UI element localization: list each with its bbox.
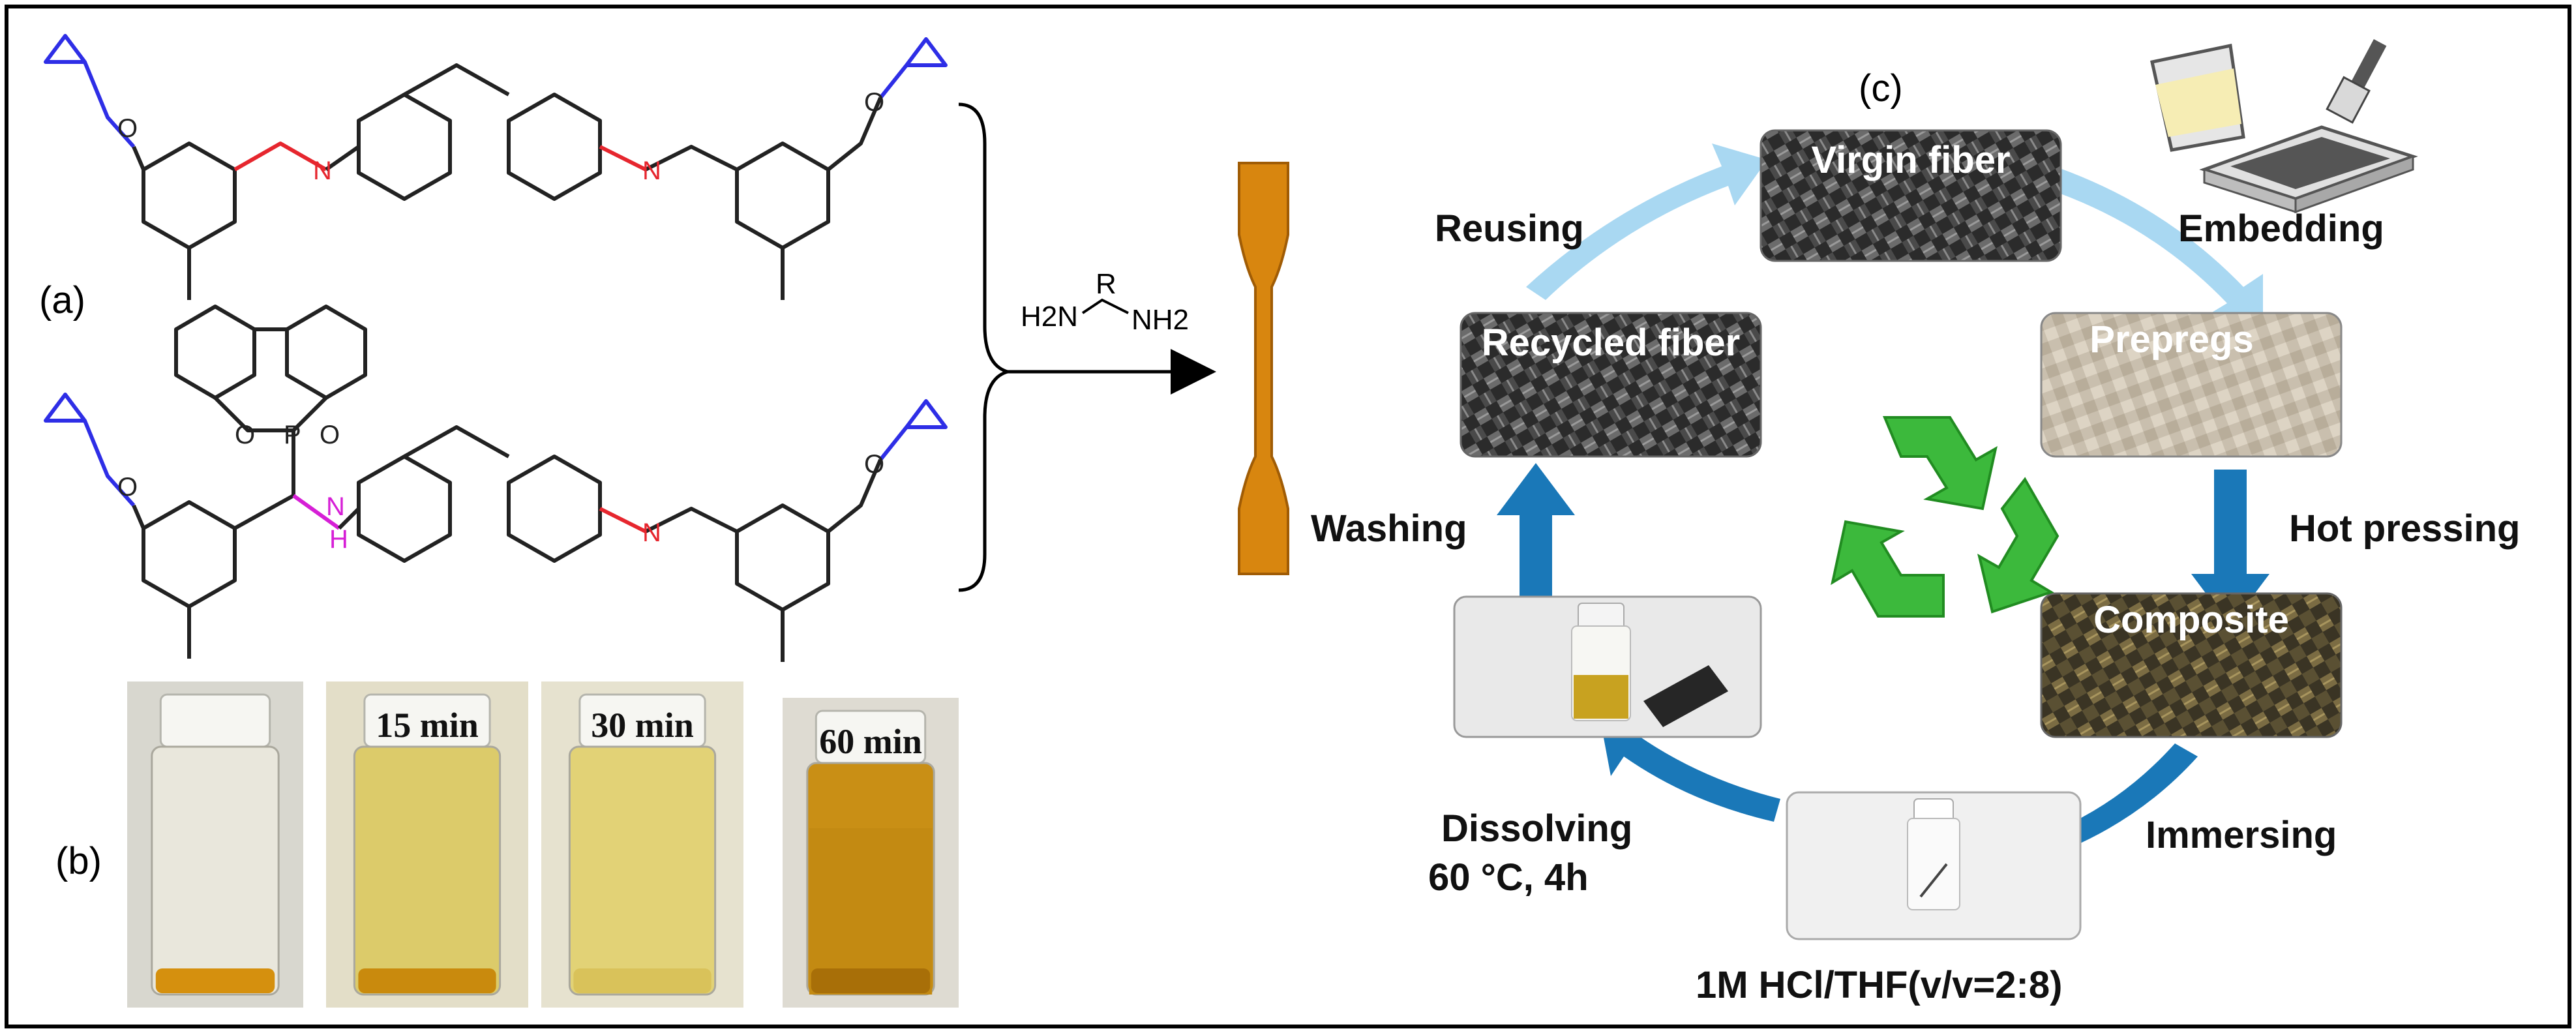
panel-label-c: (c) (1859, 67, 1903, 110)
atom-n-2: N (642, 157, 661, 185)
amine-right: NH2 (1131, 304, 1189, 336)
atom-o-3: O (235, 421, 255, 449)
step-embedding: Embedding (2178, 207, 2384, 250)
arrow-embedding (2048, 166, 2263, 326)
arrow-dissolving (1601, 724, 1780, 822)
panel-label-b: (b) (55, 840, 102, 882)
step-reusing: Reusing (1435, 207, 1584, 250)
cycle-arrows (1497, 143, 2269, 877)
atom-o-4: O (320, 421, 340, 449)
panel-a-atom-labels: O N N O P O O O N H N O (117, 88, 884, 554)
cycle-step-labels: Reusing Embedding Hot pressing Immersing… (1311, 207, 2521, 1006)
arrow-hot-pressing (2191, 470, 2269, 626)
atom-o-1: O (117, 114, 138, 143)
box-virgin-fiber: Virgin fiber (1760, 129, 2062, 262)
atom-n-4: N (642, 518, 661, 547)
box-recycled-fiber: Recycled fiber (1460, 312, 1762, 458)
atom-n-3: N (326, 492, 345, 521)
photo-immersing-vial (1786, 791, 2082, 940)
amine-reagent: H2N R NH2 (1021, 268, 1189, 336)
vial-photo-2: 30 min (541, 681, 743, 1008)
dogbone-specimen (1238, 162, 1289, 575)
vial-time-label: 30 min (591, 706, 694, 745)
vial-photo-1: 15 min (326, 681, 528, 1008)
box-label-virgin: Virgin fiber (1811, 139, 2010, 181)
arrow-reusing (1526, 143, 1767, 300)
box-label-recycled: Recycled fiber (1482, 322, 1741, 364)
step-immersing: Immersing (2146, 814, 2337, 856)
fiber-tray-icon (2199, 125, 2418, 214)
vial-time-label: 60 min (819, 722, 922, 761)
step-dissolving-1: Dissolving (1441, 807, 1632, 850)
atom-n-1: N (313, 157, 332, 185)
step-dissolving-2: 60 °C, 4h (1428, 856, 1589, 899)
atom-h: H (329, 525, 348, 554)
step-hot-pressing: Hot pressing (2289, 507, 2521, 550)
vial-time-label: 15 min (376, 706, 479, 745)
paint-bucket-icon (2150, 44, 2245, 152)
box-label-composite: Composite (2093, 599, 2289, 641)
vial-row: 15 min 30 min 60 min (127, 681, 959, 1008)
atom-o-6: O (864, 450, 884, 479)
vial-photo-3: 60 min (783, 698, 959, 1008)
recycle-icon (1831, 416, 2059, 618)
photo-dissolved-vial (1453, 595, 1762, 738)
atom-o-5: O (117, 473, 138, 502)
box-label-prepregs: Prepregs (2089, 318, 2253, 361)
box-prepregs: Prepregs (2040, 312, 2343, 458)
amine-left: H2N (1021, 301, 1078, 333)
box-composite: Composite (2040, 592, 2343, 738)
step-washing: Washing (1311, 507, 1467, 550)
brush-icon (2326, 38, 2387, 124)
panel-a (44, 34, 948, 662)
atom-p: P (284, 421, 301, 449)
panel-label-a: (a) (39, 279, 85, 322)
atom-o-2: O (864, 88, 884, 117)
step-solvent: 1M HCl/THF(v/v=2:8) (1696, 964, 2062, 1006)
vial-photo-0 (127, 681, 303, 1008)
molecule-1 (44, 34, 948, 300)
arrow-washing (1497, 463, 1575, 620)
amine-r: R (1096, 268, 1116, 300)
molecule-2 (44, 305, 948, 662)
